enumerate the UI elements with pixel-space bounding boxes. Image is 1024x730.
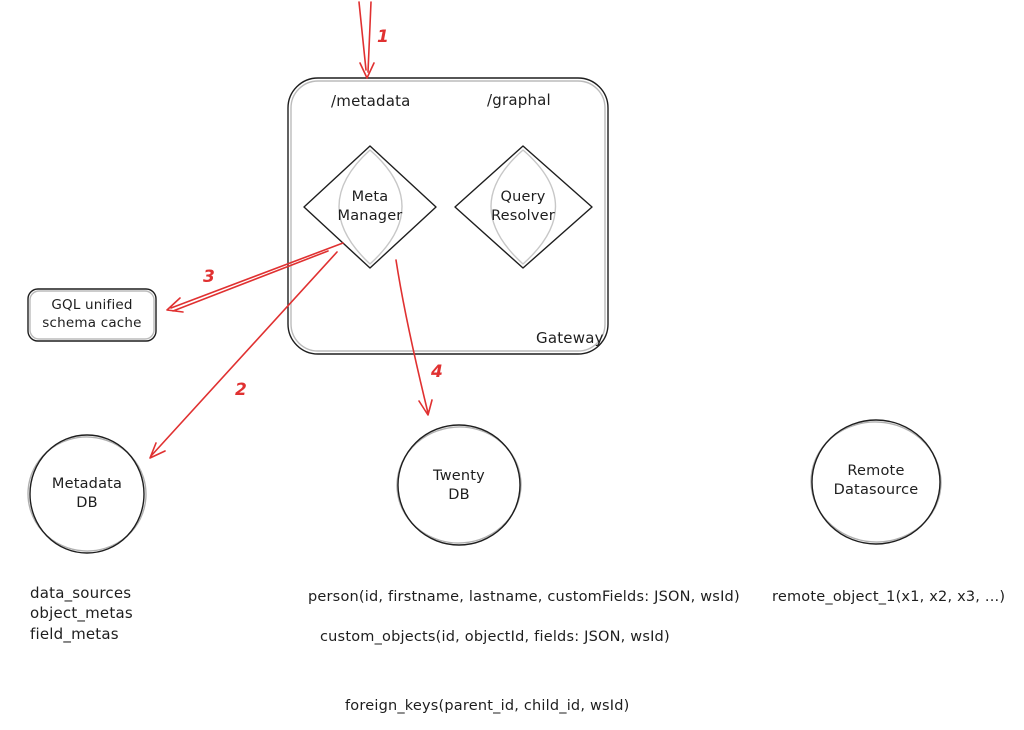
custom-objects-table-label: custom_objects(id, objectId, fields: JSO… xyxy=(320,629,670,645)
route-metadata-label: /metadata xyxy=(331,92,411,110)
gateway-label: Gateway xyxy=(536,329,604,347)
arrow-4-step-label: 4 xyxy=(431,362,444,382)
cache-box-label: GQL unified schema cache xyxy=(42,297,142,331)
route-graphql-label: /graphal xyxy=(487,91,551,109)
twenty-db-label: Twenty DB xyxy=(433,468,485,503)
arrow-2-step-label: 2 xyxy=(235,380,248,400)
twenty-db-circle xyxy=(397,424,521,546)
arrow-1 xyxy=(358,1,375,79)
metadata-db-label: Metadata DB xyxy=(51,476,123,511)
arrow-3 xyxy=(166,242,344,313)
query-resolver-label: Query Resolver xyxy=(491,189,555,224)
remote-object-table-label: remote_object_1(x1, x2, x3, ...) xyxy=(772,589,1006,605)
arrow-4 xyxy=(395,259,433,416)
meta-manager-diamond xyxy=(303,145,437,269)
arrow-2 xyxy=(149,251,338,459)
gateway-box xyxy=(287,77,609,355)
metadata-db-circle xyxy=(29,434,145,554)
cache-box xyxy=(27,288,157,342)
arrow-1-step-label: 1 xyxy=(377,27,390,47)
remote-datasource-circle xyxy=(811,419,941,545)
remote-datasource-label: Remote Datasource xyxy=(833,463,919,498)
arrow-3-step-label: 3 xyxy=(203,267,216,287)
query-resolver-diamond xyxy=(454,145,593,269)
foreign-keys-table-label: foreign_keys(parent_id, child_id, wsId) xyxy=(345,698,630,714)
person-table-label: person(id, firstname, lastname, customFi… xyxy=(308,589,740,605)
meta-manager-label: Meta Manager xyxy=(337,189,403,224)
metadata-db-tables-label: data_sources object_metas field_metas xyxy=(30,584,133,643)
